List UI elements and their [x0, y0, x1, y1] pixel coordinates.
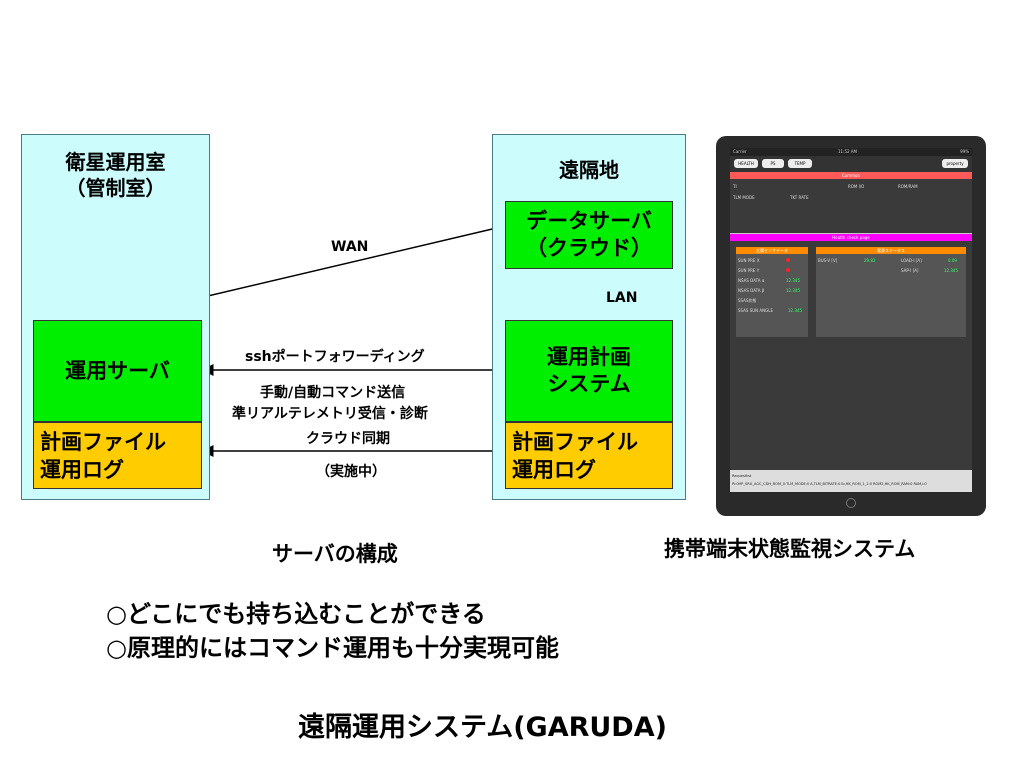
satellite-ops-room-panel: 衛星運用室 （管制室） — [21, 134, 210, 500]
sun-pre-y-label: SUN PRE Y — [738, 268, 760, 273]
request-list-label: Requestlist — [732, 474, 752, 478]
sun-pre-x-led — [786, 257, 790, 262]
rom-io-label: ROM I/O — [848, 184, 865, 189]
clock-text: 11:52 AM — [838, 149, 857, 154]
ops-room-title: 衛星運用室 — [65, 150, 166, 174]
sun-pre-y-led — [786, 267, 790, 272]
bullet-command-ops: ○原理的にはコマンド運用も十分実現可能 — [106, 634, 559, 662]
request-list-text: PI:0HP_SRU_AGC_CDH_ROM_0:TLM_MODE:0 A,TL… — [732, 482, 927, 486]
bus-v-value: 29.83 — [864, 258, 876, 263]
ssas-state-label: SSAS状態 — [738, 298, 757, 303]
tab-temp[interactable]: TEMP — [788, 159, 812, 168]
load-i-value: 0.09 — [948, 258, 957, 263]
command-label: 手動/自動コマンド送信 — [260, 385, 406, 401]
in-progress-label: （実施中） — [316, 464, 386, 480]
power-status-header: 電源ステータス — [816, 247, 966, 254]
nsas-beta-label: NSAS DATA β — [738, 288, 765, 293]
health-check-section: 太陽センサデータ SUN PRE X SUN PRE Y NSAS DATA α… — [730, 241, 972, 492]
request-list-footer: Requestlist PI:0HP_SRU_AGC_CDH_ROM_0:TLM… — [730, 470, 972, 492]
wan-label: WAN — [331, 239, 369, 255]
health-check-header: Health check page — [730, 234, 972, 241]
common-header: Common — [730, 172, 972, 179]
tab-ps[interactable]: PS — [762, 159, 784, 168]
nsas-alpha-value: 12.345 — [786, 278, 800, 283]
bus-v-label: BUS-V [V] — [818, 258, 838, 263]
power-status-panel: 電源ステータス BUS-V [V] 29.83 LOAD-I [A] 0.09 … — [816, 247, 966, 337]
cloud-sync-label: クラウド同期 — [306, 431, 390, 447]
common-section: TI ROM I/O ROM/RAM TLM MODE TKT RATE — [730, 179, 972, 233]
ssas-angle-value: 12.345 — [788, 308, 802, 313]
tablet-screen: Carrier 11:52 AM 99% HEALTH PS TEMP prop… — [730, 148, 972, 492]
planning-system-box: 運用計画 システム — [505, 320, 673, 422]
tlm-mode-label: TLM MODE — [733, 195, 755, 200]
sun-sensor-header: 太陽センサデータ — [736, 247, 808, 254]
carrier-text: Carrier — [733, 149, 747, 154]
remote-site-title: 遠隔地 — [559, 158, 619, 182]
tlm-rate-label: TKT RATE — [790, 195, 809, 200]
sap-i-label: SAP-I [A] — [901, 268, 919, 273]
mobile-monitor-caption: 携帯端末状態監視システム — [664, 537, 916, 561]
sun-pre-x-label: SUN PRE X — [738, 258, 760, 263]
bullet-portable: ○どこにでも持ち込むことができる — [106, 600, 486, 628]
tab-bar: HEALTH PS TEMP property — [730, 156, 972, 172]
nsas-alpha-label: NSAS DATA α — [738, 278, 765, 283]
ti-label: TI — [733, 184, 737, 189]
battery-text: 99% — [960, 149, 969, 154]
property-button[interactable]: property — [942, 159, 968, 168]
status-bar: Carrier 11:52 AM 99% — [730, 148, 972, 156]
ssas-angle-label: SSAS SUN ANGLE — [738, 308, 774, 313]
sun-sensor-panel: 太陽センサデータ SUN PRE X SUN PRE Y NSAS DATA α… — [736, 247, 808, 337]
ssh-label: sshポートフォワーディング — [245, 349, 425, 365]
rom-ram-label: ROM/RAM — [898, 184, 918, 189]
load-i-label: LOAD-I [A] — [901, 258, 922, 263]
server-config-caption: サーバの構成 — [272, 542, 398, 566]
home-button[interactable] — [846, 498, 856, 508]
nsas-beta-value: 12.345 — [786, 288, 800, 293]
tablet-device: Carrier 11:52 AM 99% HEALTH PS TEMP prop… — [716, 136, 986, 516]
sap-i-value: 12.345 — [944, 268, 958, 273]
left-plan-file-log-box: 計画ファイル 運用ログ — [33, 422, 202, 489]
right-plan-file-log-box: 計画ファイル 運用ログ — [505, 422, 673, 489]
data-server-box: データサーバ （クラウド） — [505, 201, 673, 269]
ops-server-box: 運用サーバ — [33, 320, 202, 422]
main-title: 遠隔運用システム(GARUDA) — [298, 712, 667, 743]
telemetry-label: 準リアルテレメトリ受信・診断 — [232, 406, 428, 422]
tab-health[interactable]: HEALTH — [734, 159, 758, 168]
ops-room-subtitle: （管制室） — [65, 176, 166, 200]
lan-label: LAN — [606, 290, 638, 306]
